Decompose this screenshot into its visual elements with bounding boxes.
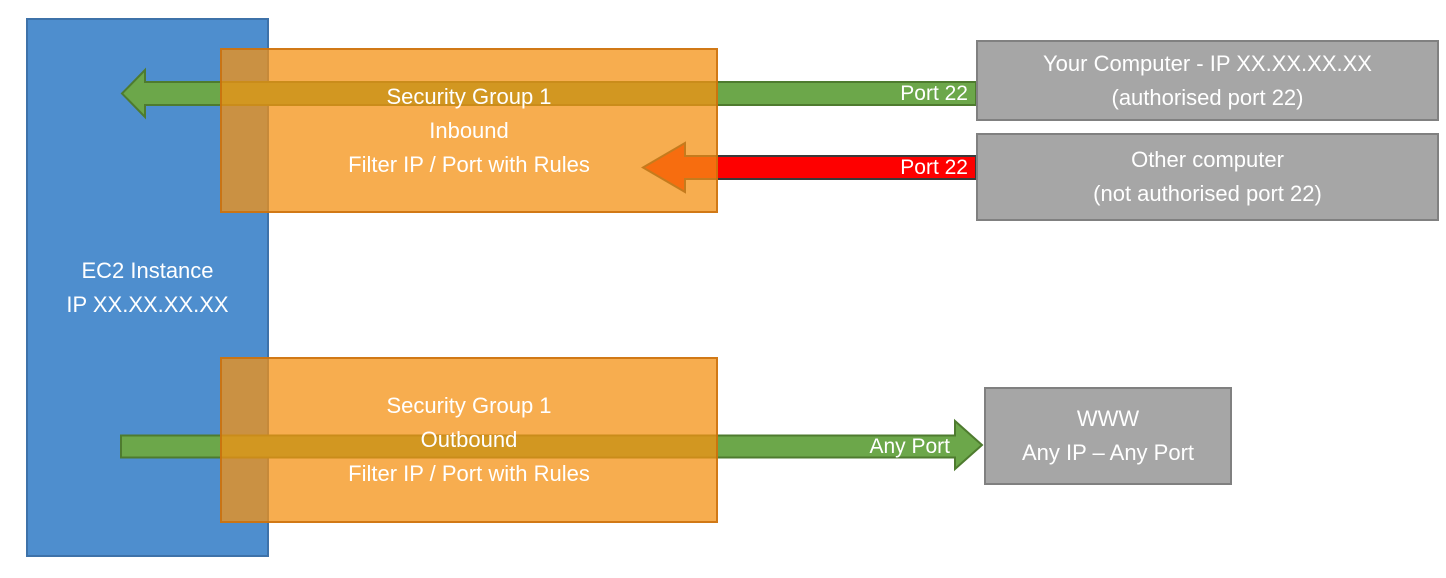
sg-inbound-direction: Inbound bbox=[429, 117, 509, 143]
inbound-blocked-port-label: Port 22 bbox=[900, 156, 968, 179]
sg-inbound-description: Filter IP / Port with Rules bbox=[348, 151, 590, 177]
security-group-inbound-box: Security Group 1 Inbound Filter IP / Por… bbox=[220, 48, 718, 213]
security-group-outbound-box: Security Group 1 Outbound Filter IP / Po… bbox=[220, 357, 718, 523]
sg-outbound-direction: Outbound bbox=[420, 427, 518, 452]
other-computer-box: Other computer (not authorised port 22) bbox=[976, 133, 1439, 221]
outbound-port-label: Any Port bbox=[869, 435, 950, 458]
sg-outbound-title: Security Group 1 bbox=[386, 393, 552, 418]
ec2-instance-title: EC2 Instance bbox=[81, 257, 214, 283]
other-computer-title: Other computer bbox=[1131, 147, 1284, 172]
www-box: WWW Any IP – Any Port bbox=[984, 387, 1232, 485]
www-title: WWW bbox=[1076, 406, 1140, 431]
ec2-instance-ip: IP XX.XX.XX.XX bbox=[66, 291, 229, 317]
inbound-allowed-port-label: Port 22 bbox=[900, 82, 968, 105]
your-computer-box: Your Computer - IP XX.XX.XX.XX (authoris… bbox=[976, 40, 1439, 121]
your-computer-title: Your Computer - IP XX.XX.XX.XX bbox=[1043, 50, 1372, 76]
other-computer-note: (not authorised port 22) bbox=[1093, 181, 1322, 206]
your-computer-note: (authorised port 22) bbox=[1111, 84, 1304, 110]
sg-inbound-title: Security Group 1 bbox=[386, 83, 552, 109]
www-note: Any IP – Any Port bbox=[1021, 440, 1195, 465]
sg-outbound-description: Filter IP / Port with Rules bbox=[348, 461, 590, 486]
